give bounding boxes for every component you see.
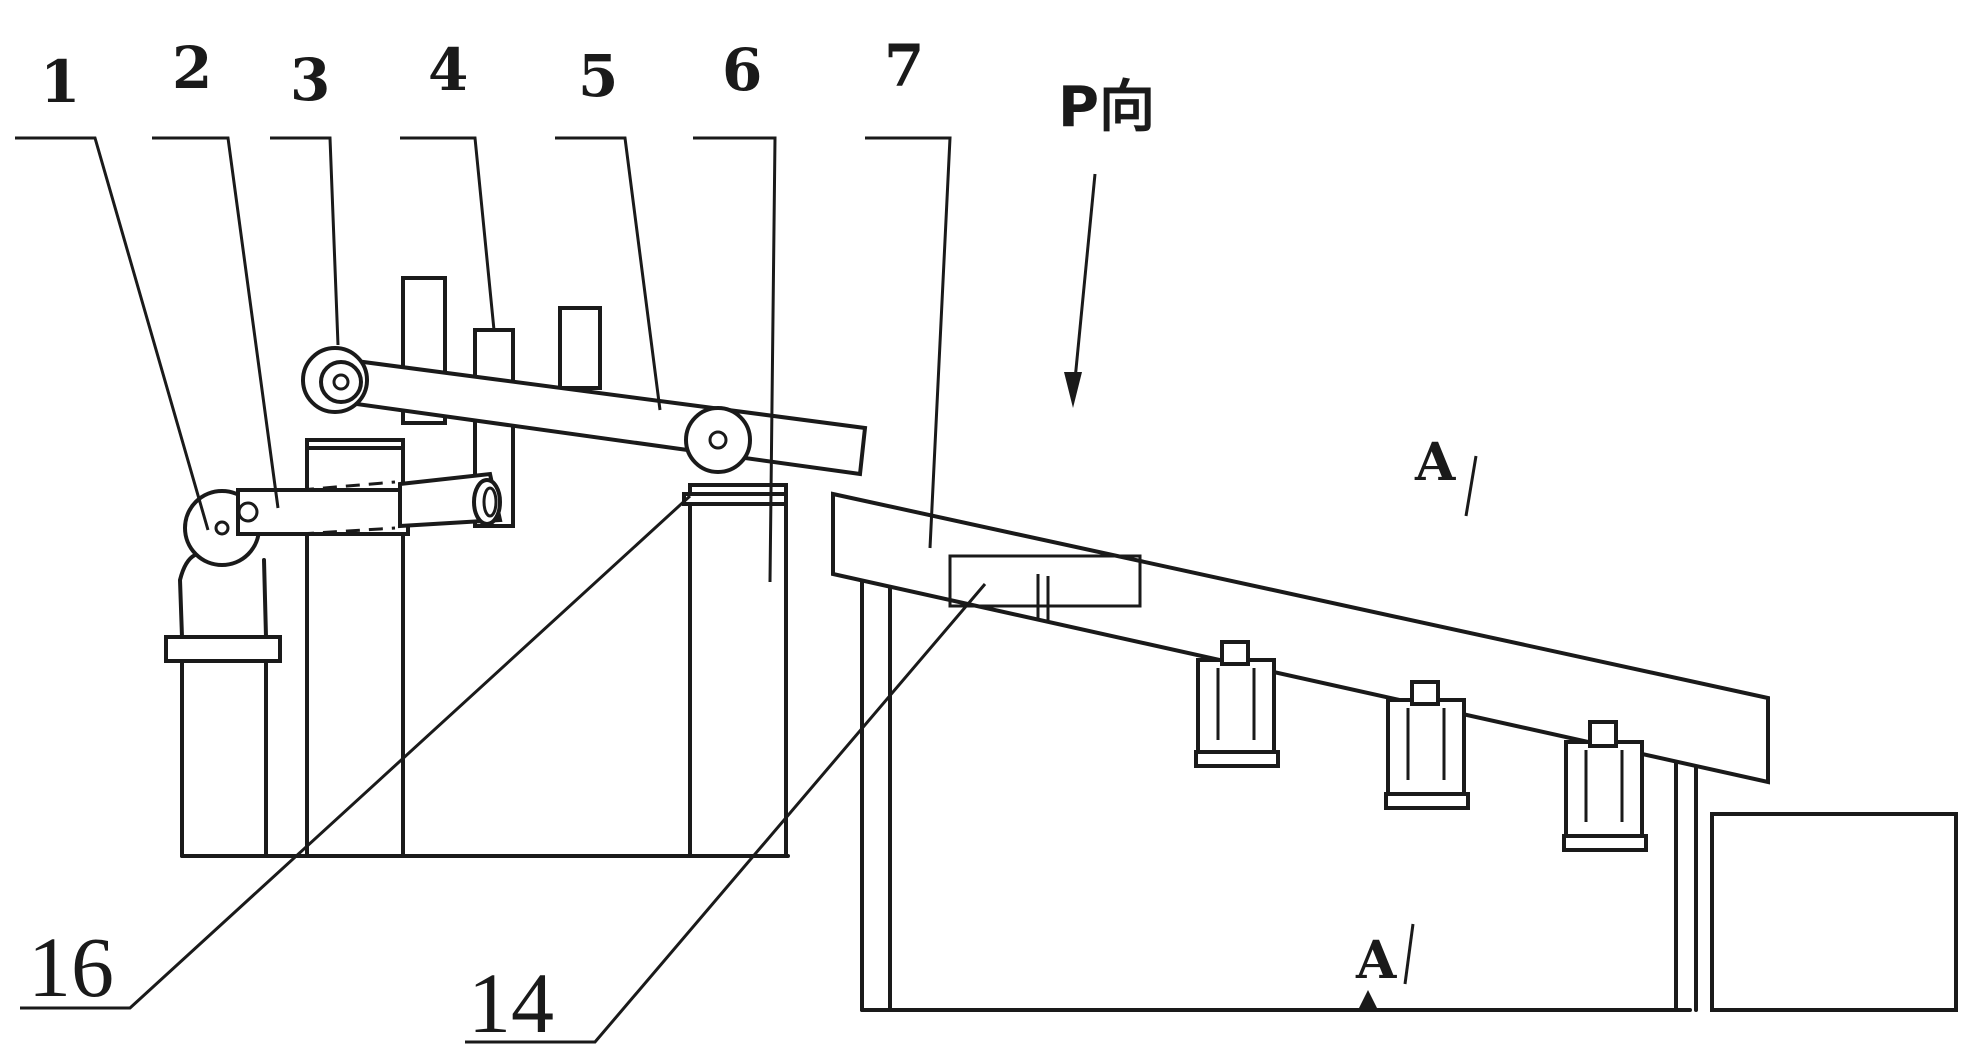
view-direction-arrow — [1064, 173, 1097, 408]
section-mark-bottom: A — [1355, 930, 1397, 991]
view-direction-label: P向 — [1058, 75, 1155, 140]
tilted-conveyor — [831, 491, 1770, 785]
callout-7: 7 — [884, 32, 924, 100]
pulley-wheel-3 — [301, 346, 369, 414]
callout-2: 2 — [172, 34, 212, 102]
callout-1: 1 — [40, 48, 80, 116]
right-frame — [860, 578, 1958, 1012]
left-base-frame — [164, 438, 790, 858]
leader-lines — [15, 136, 987, 1044]
callout-4: 4 — [428, 36, 468, 104]
clamp-1 — [1194, 640, 1280, 768]
section-marks — [1358, 455, 1478, 1010]
link-rod — [236, 480, 410, 536]
callout-6: 6 — [722, 36, 762, 104]
vertical-rods — [398, 276, 602, 529]
clamp-2 — [1384, 680, 1470, 810]
clamp-3 — [1562, 720, 1648, 852]
section-mark-top: A — [1414, 432, 1456, 493]
callout-14: 14 — [468, 955, 554, 1051]
callout-3: 3 — [290, 46, 330, 114]
pulley-wheel-6 — [684, 406, 752, 474]
callout-16: 16 — [28, 919, 114, 1015]
callout-5: 5 — [578, 42, 618, 110]
